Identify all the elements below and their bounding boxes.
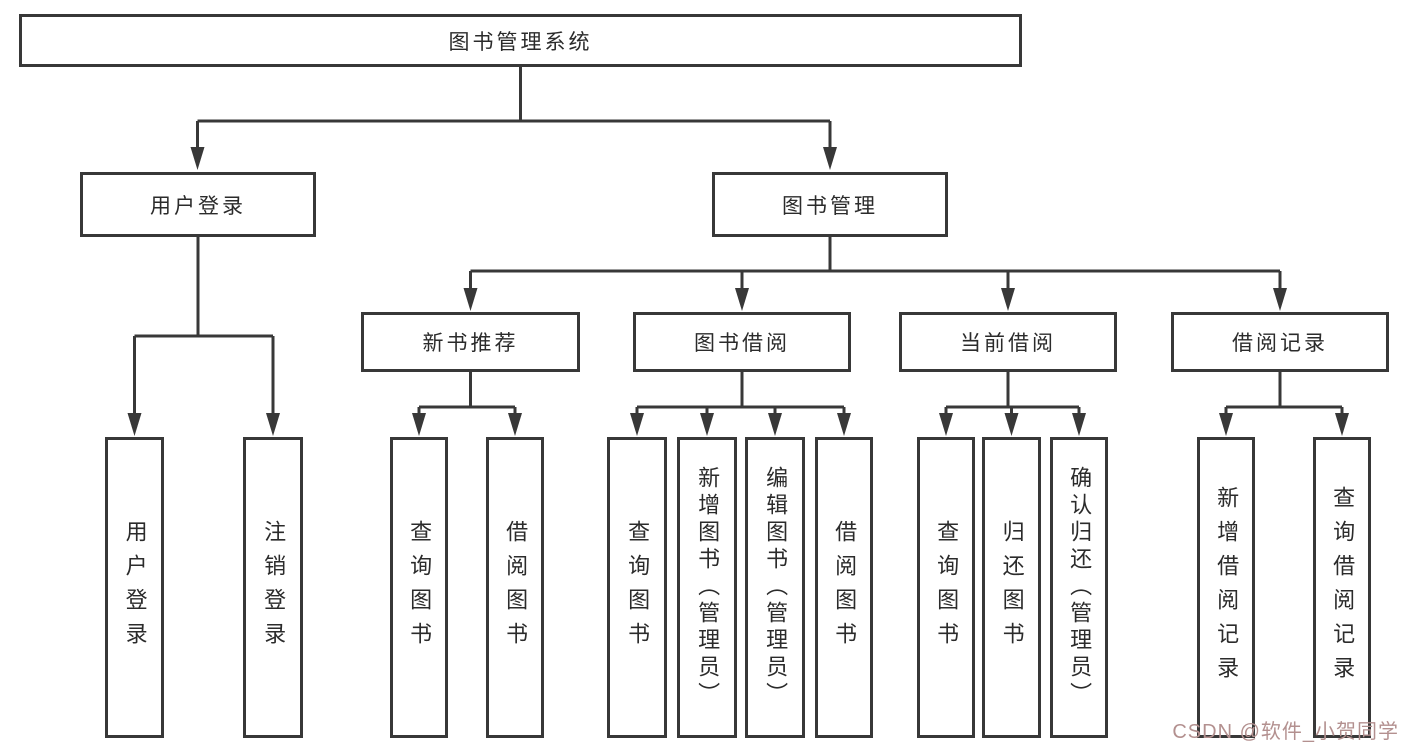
leaf-label: 归还图书 [999,519,1025,656]
arrowhead [190,147,205,170]
node-root-system: 图书管理系统 [19,14,1022,67]
arrowhead [508,413,522,436]
node-user-login-branch: 用户登录 [80,172,316,237]
leaf-query-borrow-record: 查询借阅记录 [1313,437,1371,738]
arrowhead [1219,413,1233,436]
arrowhead [1001,288,1015,311]
arrowhead [823,147,837,170]
arrowhead [1072,413,1086,436]
leaf-query-books-current: 查询图书 [917,437,975,738]
leaf-query-books-recommend: 查询图书 [390,437,448,738]
leaf-label: 注销登录 [261,519,287,656]
node-borrow-records: 借阅记录 [1171,312,1389,372]
arrowhead [735,288,749,311]
connector-paths [133,67,1344,418]
leaf-confirm-return-admin: 确认归还（管理员） [1050,437,1108,738]
node-label: 图书借阅 [694,332,790,355]
leaf-return-books: 归还图书 [982,437,1041,738]
leaf-edit-books-admin: 编辑图书（管理员） [745,437,805,738]
leaf-label: 编辑图书（管理员） [763,466,789,709]
leaf-label: 查询图书 [625,519,651,656]
arrowhead [412,413,426,436]
leaf-label: 查询图书 [934,519,960,656]
node-current-borrow: 当前借阅 [899,312,1117,372]
arrowhead [127,413,142,436]
csdn-watermark: CSDN @软件_小贺同学 [1172,721,1399,743]
arrowhead [266,413,280,436]
leaf-query-books-borrow: 查询图书 [607,437,667,738]
leaf-borrow-books: 借阅图书 [815,437,873,738]
leaf-label: 用户登录 [122,519,148,656]
leaf-label: 确认归还（管理员） [1067,466,1093,709]
arrowhead [837,413,851,436]
arrowhead [1335,413,1349,436]
node-book-borrow: 图书借阅 [633,312,851,372]
arrowhead [463,288,478,311]
arrowhead [700,413,714,436]
arrowheads [127,147,1349,436]
arrowhead [768,413,782,436]
node-label: 用户登录 [150,194,246,218]
node-label: 当前借阅 [960,332,1056,355]
leaf-user-login: 用户登录 [105,437,164,738]
node-label: 图书管理系统 [448,30,593,54]
leaf-label: 新增借阅记录 [1214,485,1240,690]
arrowhead [630,413,644,436]
node-new-book-recommend: 新书推荐 [361,312,580,372]
arrowhead [1004,413,1019,436]
node-label: 图书管理 [782,194,878,218]
leaf-label: 新增图书（管理员） [695,466,721,709]
leaf-borrow-books-recommend: 借阅图书 [486,437,544,738]
leaf-label: 查询图书 [407,519,433,656]
arrowhead [939,413,953,436]
leaf-logout: 注销登录 [243,437,303,738]
leaf-label: 查询借阅记录 [1330,485,1356,690]
node-book-management-branch: 图书管理 [712,172,948,237]
node-label: 借阅记录 [1232,332,1328,355]
leaf-add-books-admin: 新增图书（管理员） [677,437,737,738]
leaf-label: 借阅图书 [503,519,529,656]
arrowhead [1273,288,1287,311]
leaf-add-borrow-record: 新增借阅记录 [1197,437,1255,738]
leaf-label: 借阅图书 [832,519,858,656]
node-label: 新书推荐 [422,332,519,355]
